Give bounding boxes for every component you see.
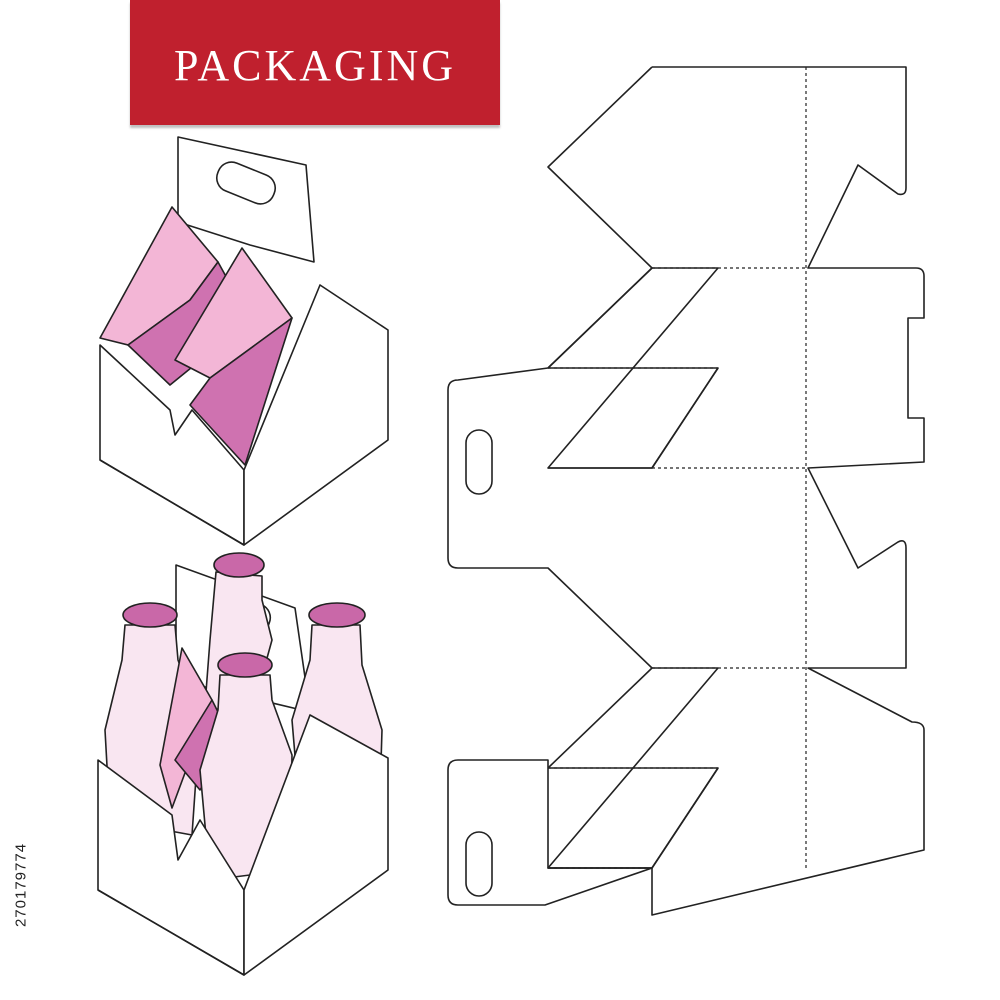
divider-right-mid bbox=[189, 317, 293, 466]
carrier-full-right-face bbox=[243, 714, 389, 976]
carrier-with-bottles bbox=[97, 552, 389, 976]
dieline-handle-hole-2 bbox=[465, 831, 493, 897]
bottle-back-top-cap bbox=[213, 552, 265, 578]
packaging-banner: PACKAGING bbox=[130, 0, 500, 125]
dieline-outline bbox=[447, 66, 925, 916]
carrier-empty-handle-hole bbox=[215, 161, 277, 205]
dieline-handle-hole-1 bbox=[465, 429, 493, 495]
dieline-fold-lines bbox=[548, 67, 808, 869]
bottle-front-cap bbox=[217, 652, 273, 678]
banner-title: PACKAGING bbox=[173, 41, 457, 90]
dieline bbox=[447, 66, 925, 916]
carrier-empty-right-face bbox=[243, 284, 389, 546]
bottle-back-left-cap bbox=[122, 602, 178, 628]
bottle-divider-light bbox=[159, 647, 213, 809]
bottle-back-right-cap bbox=[308, 602, 366, 628]
carrier-empty bbox=[99, 136, 389, 546]
